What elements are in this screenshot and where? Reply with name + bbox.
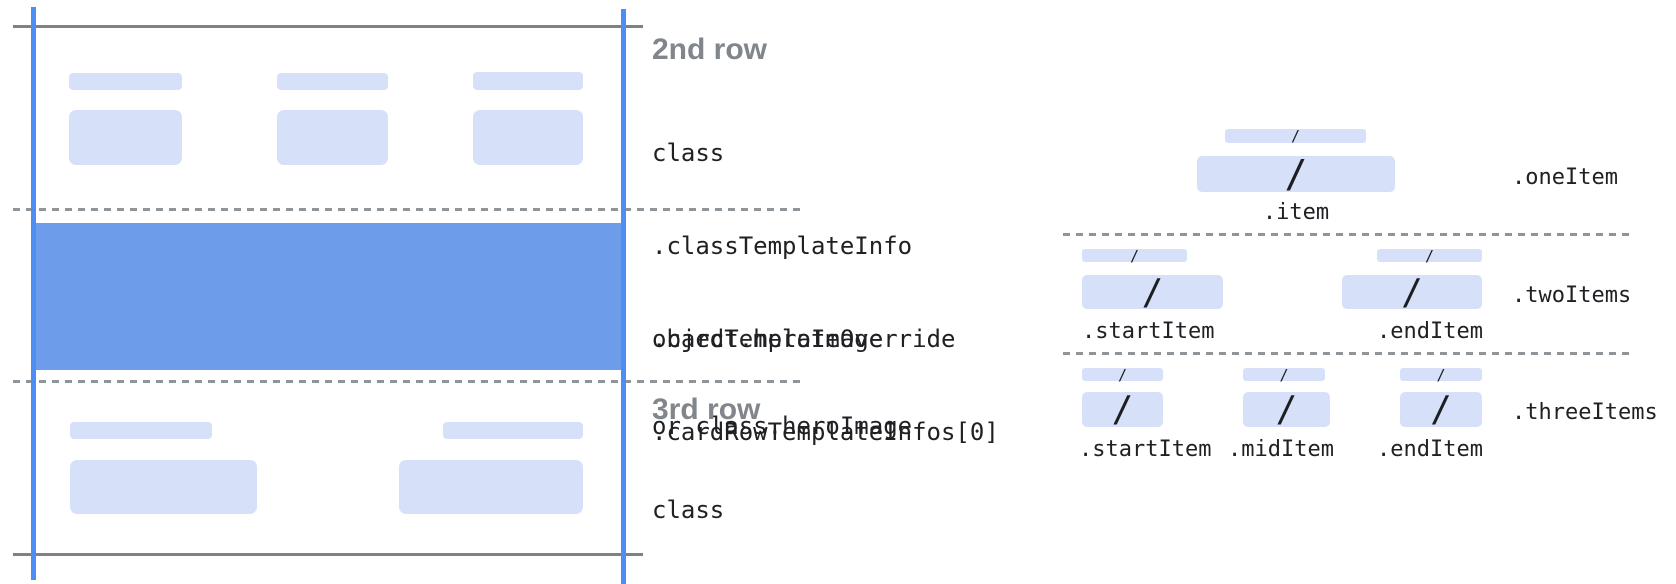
- row3-end-value-placeholder: [399, 460, 583, 514]
- three-items-start-value-bar: /: [1082, 389, 1163, 430]
- row2-code-line: .cardRowTemplateInfos[0]: [652, 418, 999, 446]
- row2-item3-value-placeholder: [473, 110, 583, 165]
- slash-glyph: /: [1284, 152, 1308, 196]
- row2-code-line: .cardTemplateOverride: [652, 325, 956, 353]
- row3-end-label-placeholder: [443, 422, 583, 439]
- card-right-edge-guide: [621, 9, 626, 584]
- legend-separator-dashed-upper: [1063, 233, 1630, 236]
- row3-heading: 3rd row: [652, 393, 761, 426]
- two-items-group-name: .twoItems: [1512, 283, 1632, 308]
- row3-code-line: class: [652, 496, 725, 524]
- two-items-end-label-bar: /: [1377, 246, 1482, 265]
- two-items-start-label-bar: /: [1082, 246, 1187, 265]
- three-items-group-name: .threeItems: [1512, 400, 1658, 425]
- row2-item1-value-placeholder: [69, 110, 182, 165]
- card-bottom-boundary-line: [13, 553, 643, 556]
- row2-code-line: class: [652, 139, 725, 167]
- row2-item2-value-placeholder: [277, 110, 388, 165]
- mid-item-caption: .midItem: [1228, 437, 1334, 462]
- row2-item3-label-placeholder: [473, 72, 583, 90]
- two-items-end-value-bar: /: [1342, 272, 1482, 313]
- slash-glyph: /: [1275, 389, 1298, 430]
- one-item-group-name: .oneItem: [1512, 165, 1618, 190]
- row2-code-line: .classTemplateInfo: [652, 232, 913, 260]
- one-item-label-bar: /: [1225, 127, 1366, 145]
- row3-start-label-placeholder: [70, 422, 212, 439]
- slash-glyph: /: [1129, 246, 1140, 265]
- start-item-caption: .startItem: [1079, 437, 1212, 462]
- slash-glyph: /: [1401, 271, 1423, 313]
- one-item-value-bar: /: [1197, 152, 1395, 196]
- end-item-caption: .endItem: [1377, 319, 1483, 344]
- hero-image-band: [31, 223, 626, 370]
- three-items-mid-value-bar: /: [1243, 389, 1330, 430]
- row2-item1-label-placeholder: [69, 73, 182, 90]
- slash-glyph: /: [1290, 127, 1301, 145]
- two-items-start-value-bar: /: [1082, 272, 1223, 313]
- slash-glyph: /: [1141, 271, 1164, 313]
- three-items-end-value-bar: /: [1400, 389, 1482, 430]
- hero-code-line: or class.heroImage: [652, 412, 913, 440]
- row-separator-dashed-upper: [13, 208, 800, 211]
- three-items-end-label-bar: /: [1400, 365, 1482, 384]
- slash-glyph: /: [1430, 389, 1452, 430]
- row3-start-value-placeholder: [70, 460, 257, 514]
- slash-glyph: /: [1436, 365, 1446, 384]
- end-item-caption: .endItem: [1377, 437, 1483, 462]
- three-items-start-label-bar: /: [1082, 365, 1163, 384]
- three-items-mid-label-bar: /: [1243, 365, 1325, 384]
- card-top-boundary-line: [13, 25, 643, 28]
- card-left-edge-guide: [31, 7, 36, 580]
- slash-glyph: /: [1117, 365, 1128, 384]
- slash-glyph: /: [1111, 389, 1134, 430]
- slash-glyph: /: [1424, 246, 1435, 265]
- legend-separator-dashed-lower: [1063, 352, 1630, 355]
- item-caption: .item: [1262, 200, 1330, 225]
- row2-heading: 2nd row: [652, 33, 768, 66]
- slash-glyph: /: [1279, 365, 1289, 384]
- row-separator-dashed-lower: [13, 380, 800, 383]
- row2-item2-label-placeholder: [277, 73, 388, 90]
- hero-code-line: object.heroImage: [652, 325, 884, 353]
- start-item-caption: .startItem: [1082, 319, 1215, 344]
